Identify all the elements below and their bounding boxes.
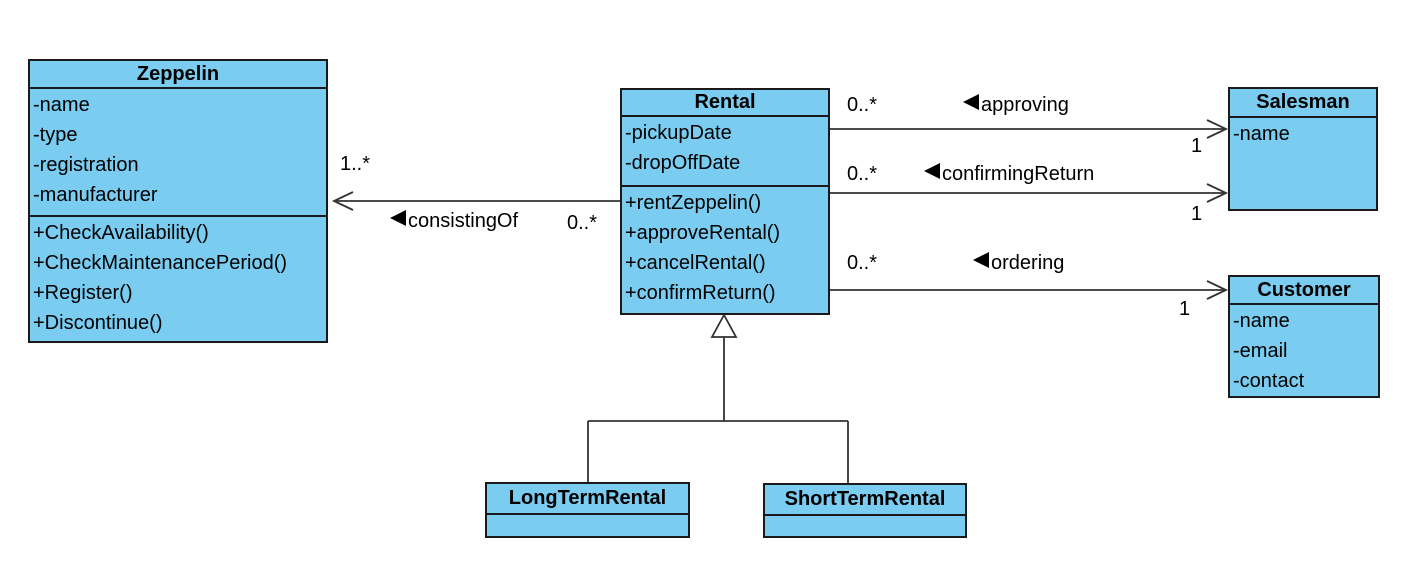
association-name: consistingOf — [408, 210, 519, 232]
class-rental-attributes: -pickupDate -dropOffDate — [622, 117, 828, 185]
multiplicity-rental-end: 0..* — [847, 163, 878, 185]
open-arrowhead-approving — [1206, 119, 1229, 139]
method: +CheckAvailability() — [33, 222, 209, 244]
class-short-term-rental[interactable]: ShortTermRental — [763, 483, 967, 538]
class-short-term-rental-attributes — [765, 516, 965, 536]
class-rental[interactable]: Rental -pickupDate -dropOffDate +rentZep… — [620, 88, 830, 315]
left-pointer-icon — [390, 210, 406, 226]
multiplicity-rental-end: 0..* — [567, 212, 598, 234]
association-label-approving: approving — [963, 93, 1069, 117]
multiplicity-salesman-end: 1 — [1191, 203, 1203, 225]
method: +approveRental() — [625, 222, 781, 244]
association-name: ordering — [991, 252, 1065, 274]
method: +Discontinue() — [33, 312, 163, 334]
class-salesman-attributes: -name — [1230, 118, 1376, 209]
class-long-term-rental-title: LongTermRental — [487, 484, 688, 515]
method: +rentZeppelin() — [625, 192, 762, 214]
open-arrowhead-confirming-return — [1206, 183, 1229, 203]
multiplicity-rental-end: 0..* — [847, 252, 878, 274]
attribute: -contact — [1233, 370, 1305, 392]
class-rental-methods: +rentZeppelin() +approveRental() +cancel… — [622, 185, 828, 313]
multiplicity-customer-end: 1 — [1179, 298, 1191, 320]
association-label-consisting-of: consistingOf — [390, 209, 518, 233]
left-pointer-icon — [963, 94, 979, 110]
association-name: approving — [981, 94, 1069, 116]
generalization-connector — [587, 337, 849, 483]
method: +cancelRental() — [625, 252, 766, 274]
attribute: -email — [1233, 340, 1288, 362]
class-short-term-rental-title: ShortTermRental — [765, 485, 965, 516]
method: +confirmReturn() — [625, 282, 776, 304]
association-label-ordering: ordering — [973, 251, 1064, 275]
class-zeppelin-title: Zeppelin — [30, 61, 326, 89]
multiplicity-salesman-end: 1 — [1191, 135, 1203, 157]
multiplicity-zeppelin-end: 1..* — [340, 153, 371, 175]
attribute: -manufacturer — [33, 184, 158, 206]
attribute: -name — [1233, 123, 1290, 145]
class-customer-title: Customer — [1230, 277, 1378, 305]
attribute: -name — [33, 94, 90, 116]
class-customer-attributes: -name -email -contact — [1230, 305, 1378, 396]
method: +CheckMaintenancePeriod() — [33, 252, 288, 274]
attribute: -type — [33, 124, 78, 146]
class-zeppelin-attributes: -name -type -registration -manufacturer — [30, 89, 326, 215]
class-long-term-rental-attributes — [487, 515, 688, 536]
open-arrowhead-ordering — [1206, 280, 1229, 300]
open-arrowhead-consisting-of — [331, 191, 354, 211]
class-zeppelin[interactable]: Zeppelin -name -type -registration -manu… — [28, 59, 328, 343]
method: +Register() — [33, 282, 133, 304]
attribute: -name — [1233, 310, 1290, 332]
attribute: -dropOffDate — [625, 152, 741, 174]
class-long-term-rental[interactable]: LongTermRental — [485, 482, 690, 538]
attribute: -registration — [33, 154, 139, 176]
class-salesman[interactable]: Salesman -name — [1228, 87, 1378, 211]
attribute: -pickupDate — [625, 122, 732, 144]
class-customer[interactable]: Customer -name -email -contact — [1228, 275, 1380, 398]
multiplicity-rental-end: 0..* — [847, 94, 878, 116]
class-rental-title: Rental — [622, 90, 828, 117]
generalization-triangle-icon — [710, 313, 738, 338]
class-zeppelin-methods: +CheckAvailability() +CheckMaintenancePe… — [30, 215, 326, 341]
association-name: confirmingReturn — [942, 163, 1095, 185]
class-salesman-title: Salesman — [1230, 89, 1376, 118]
association-label-confirming-return: confirmingReturn — [924, 162, 1094, 186]
left-pointer-icon — [973, 252, 989, 268]
left-pointer-icon — [924, 163, 940, 179]
